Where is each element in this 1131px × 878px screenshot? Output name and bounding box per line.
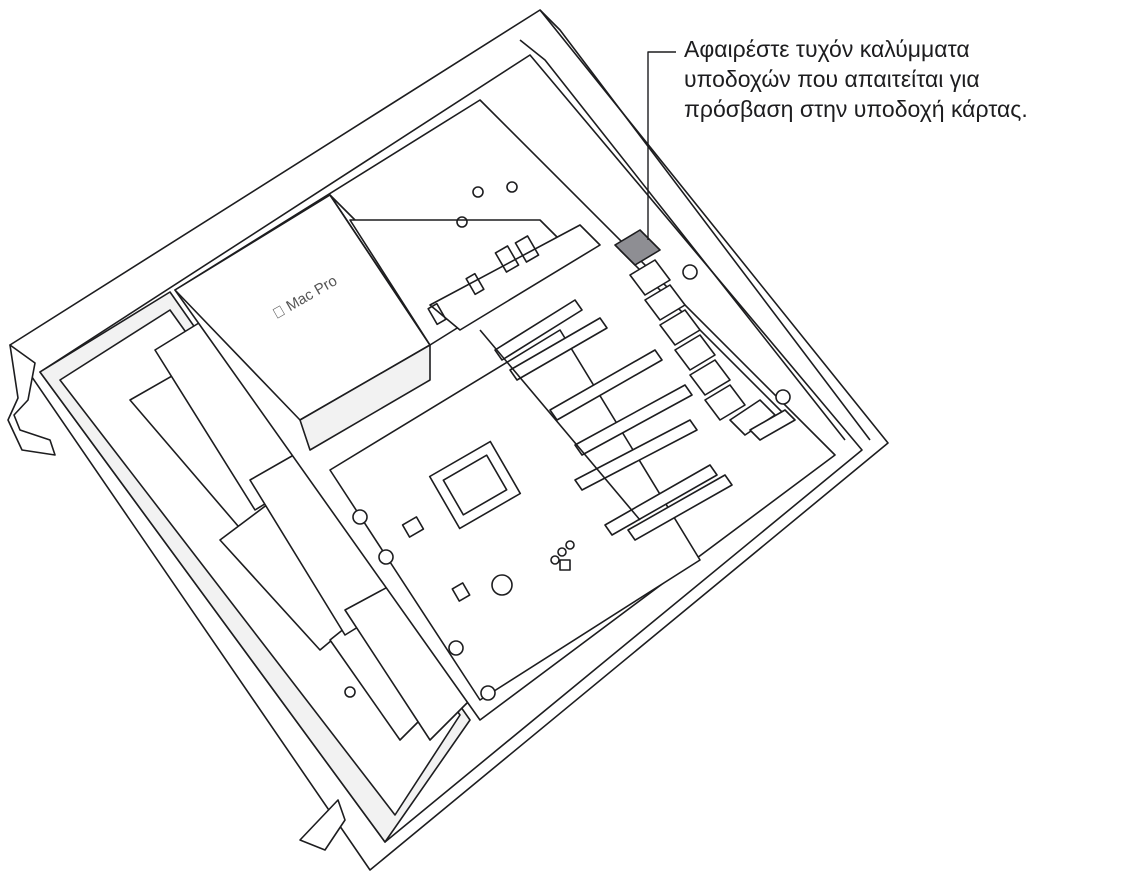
screw — [378, 549, 394, 565]
screw — [352, 509, 368, 525]
pcie-slot — [604, 464, 718, 536]
pcie-slot — [574, 419, 698, 491]
cpu-socket — [428, 440, 522, 530]
port — [514, 235, 540, 263]
slot-cover — [749, 409, 796, 441]
cpu-socket-inner — [442, 454, 508, 516]
battery — [491, 574, 513, 596]
screw — [775, 389, 791, 405]
standoff — [456, 216, 468, 228]
pcie-slot — [509, 317, 608, 381]
port — [465, 272, 485, 296]
slot-cover — [644, 284, 686, 321]
slot-covers — [614, 229, 796, 441]
front-panel — [39, 291, 471, 843]
screw — [480, 685, 496, 701]
screw — [344, 686, 356, 698]
pcie-slot — [627, 474, 733, 541]
slot-cover — [689, 359, 731, 396]
pcie-slot — [494, 299, 583, 361]
slot-cover — [704, 384, 746, 421]
port — [494, 245, 520, 273]
pcie-slot — [549, 349, 663, 421]
slot-cover — [614, 229, 661, 266]
slot-cover — [659, 309, 701, 346]
io-card — [427, 224, 601, 331]
callout-line: πρόσβαση στην υποδοχή κάρτας. — [684, 96, 1028, 122]
slot-cover — [674, 334, 716, 371]
callout-caption: Αφαιρέστε τυχόν καλύμματα υποδοχών που α… — [684, 34, 1124, 124]
callout-line: υποδοχών που απαιτείται για — [684, 66, 980, 92]
heatsink-shroud — [174, 194, 431, 451]
pcie-slots — [479, 249, 791, 541]
screws — [344, 264, 791, 701]
screw — [682, 264, 698, 280]
port — [427, 302, 447, 326]
rack-ear-left — [7, 344, 56, 456]
pcie-slot — [574, 384, 693, 456]
rack-handle-bottom — [299, 799, 346, 851]
standoff — [506, 181, 518, 193]
logic-board — [329, 329, 701, 701]
callout-leader — [647, 51, 676, 240]
fan-module — [154, 309, 471, 741]
callout-line: Αφαιρέστε τυχόν καλύμματα — [684, 36, 970, 62]
slot-cover — [629, 259, 671, 296]
screw — [448, 640, 464, 656]
standoff — [472, 186, 484, 198]
